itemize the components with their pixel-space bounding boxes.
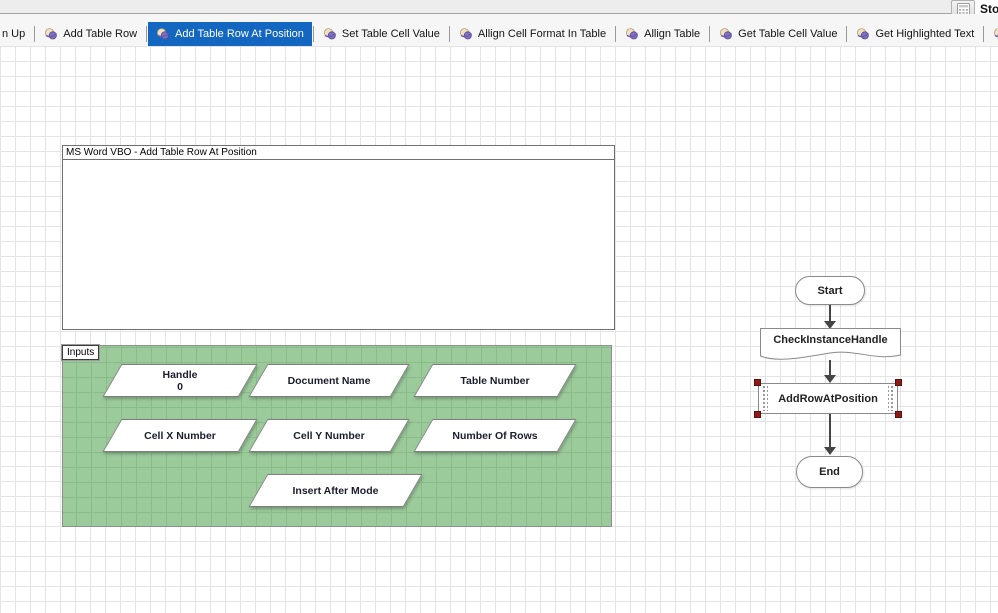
tab-add-table-row[interactable]: Add Table Row	[36, 22, 145, 46]
data-item-label: Table Number	[460, 374, 530, 387]
truncated-toolbar-label: Sto	[980, 2, 998, 16]
data-item-label: Handle	[162, 368, 198, 381]
tab-label: Get Highlighted Text	[875, 28, 975, 40]
data-item-table-number[interactable]: Table Number	[413, 364, 577, 397]
object-page-icon	[625, 28, 639, 40]
action-side-strip	[767, 386, 768, 411]
data-item-label: Insert After Mode	[292, 484, 379, 497]
tab-set-table-cell-value[interactable]: Set Table Cell Value	[315, 22, 448, 46]
tab-allign-cell-format-in-table[interactable]: Allign Cell Format In Table	[451, 22, 614, 46]
start-stage[interactable]: Start	[795, 276, 865, 305]
selection-handle[interactable]	[895, 379, 902, 386]
data-item-number-of-rows[interactable]: Number Of Rows	[413, 419, 577, 452]
object-page-icon	[993, 28, 998, 40]
end-stage[interactable]: End	[796, 456, 863, 488]
object-page-icon	[156, 28, 170, 40]
data-item-handle[interactable]: Handle 0	[102, 364, 258, 397]
subsheet-stage-label: CheckInstanceHandle	[773, 334, 888, 346]
object-page-icon	[323, 28, 337, 40]
description-title: MS Word VBO - Add Table Row At Position	[63, 146, 614, 160]
tab-label: Allign Cell Format In Table	[477, 28, 607, 40]
arrowhead-icon	[824, 447, 836, 455]
link-arrow[interactable]	[824, 360, 836, 383]
window-top-strip	[0, 0, 953, 14]
link-arrow[interactable]	[824, 414, 836, 455]
subsheet-stage[interactable]: CheckInstanceHandle	[760, 328, 901, 366]
tab-label: Get Table Cell Value	[738, 28, 838, 40]
end-stage-label: End	[819, 466, 840, 478]
tab-separator	[312, 26, 314, 42]
action-stage-selected[interactable]: AddRowAtPosition	[754, 379, 902, 418]
data-item-cell-y-number[interactable]: Cell Y Number	[248, 419, 410, 452]
tab-separator	[146, 26, 148, 42]
data-item-label: Number Of Rows	[452, 429, 538, 442]
tab-separator	[34, 26, 36, 42]
selection-handle[interactable]	[754, 411, 761, 418]
tab-separator	[448, 26, 450, 42]
data-item-label: Cell Y Number	[293, 429, 365, 442]
tab-separator	[615, 26, 617, 42]
action-side-strip	[888, 386, 889, 411]
tab-partial-right[interactable]	[985, 22, 998, 46]
object-page-icon	[459, 28, 473, 40]
tab-separator	[983, 26, 985, 42]
tab-get-highlighted-text[interactable]: Get Highlighted Text	[848, 22, 982, 46]
object-page-icon	[44, 28, 58, 40]
tab-label: Allign Table	[644, 28, 701, 40]
tab-add-table-row-at-position[interactable]: Add Table Row At Position	[148, 22, 312, 46]
data-item-cell-x-number[interactable]: Cell X Number	[102, 419, 258, 452]
tab-label: Set Table Cell Value	[341, 28, 440, 40]
start-stage-label: Start	[817, 284, 843, 297]
object-page-icon	[719, 28, 733, 40]
sheet-tab-bar: n Up Add Table Row Add Table Row At Posi…	[0, 14, 998, 46]
action-stage-label: AddRowAtPosition	[778, 392, 878, 405]
tab-separator	[846, 26, 848, 42]
tab-separator	[709, 26, 711, 42]
description-box[interactable]: MS Word VBO - Add Table Row At Position	[62, 145, 615, 330]
data-item-label: Document Name	[287, 374, 371, 387]
arrowhead-icon	[824, 321, 836, 329]
action-side-strip	[763, 386, 765, 411]
link-arrow[interactable]	[824, 305, 836, 329]
selection-handle[interactable]	[895, 411, 902, 418]
tab-clean-up-partial[interactable]: n Up	[0, 22, 33, 46]
tab-label: Add Table Row	[63, 28, 138, 40]
arrowhead-icon	[824, 375, 836, 383]
tab-label: Add Table Row At Position	[175, 28, 304, 40]
action-side-strip	[891, 386, 893, 411]
document-shape	[760, 328, 901, 360]
tab-get-table-cell-value[interactable]: Get Table Cell Value	[711, 22, 845, 46]
selection-handle[interactable]	[754, 379, 761, 386]
data-item-label: Cell X Number	[144, 429, 216, 442]
data-item-insert-after-mode[interactable]: Insert After Mode	[248, 474, 423, 507]
data-item-value: 0	[177, 380, 183, 393]
tab-label: n Up	[2, 28, 26, 40]
object-page-icon	[857, 28, 870, 40]
inputs-group-label: Inputs	[62, 345, 100, 360]
data-item-document-name[interactable]: Document Name	[248, 364, 410, 397]
tab-allign-table[interactable]: Allign Table	[617, 22, 708, 46]
